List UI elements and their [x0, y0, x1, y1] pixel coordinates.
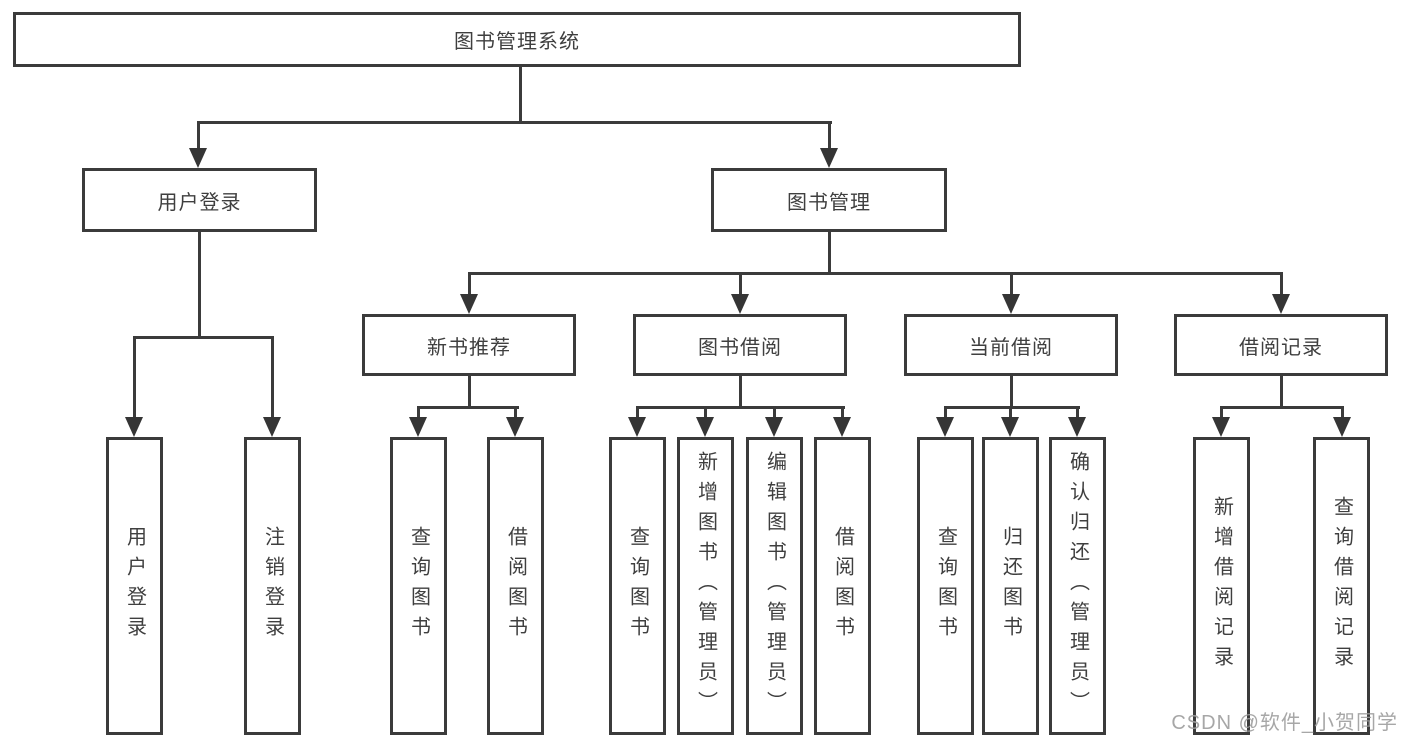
connector-line [841, 406, 844, 418]
connector-line [1009, 406, 1012, 418]
connector-line [271, 336, 274, 418]
leaf-confirm-return-admin: 确认归还（管理员） [1049, 437, 1106, 735]
connector-line [739, 272, 742, 295]
leaf-label: 确认归还（管理员） [1066, 451, 1089, 721]
connector-line [773, 406, 776, 418]
connector-line [1220, 406, 1223, 418]
leaf-label: 归还图书 [999, 526, 1022, 646]
arrow-down-icon [731, 294, 749, 314]
leaf-label: 新增图书（管理员） [694, 451, 717, 721]
leaf-query-books-current: 查询图书 [917, 437, 974, 735]
leaf-user-login: 用户登录 [106, 437, 163, 735]
connector-line [704, 406, 707, 418]
node-label: 用户登录 [157, 191, 242, 214]
arrow-down-icon [1002, 294, 1020, 314]
leaf-label: 新增借阅记录 [1210, 496, 1233, 676]
connector-line [417, 406, 519, 409]
arrow-down-icon [125, 417, 143, 437]
node-user-login: 用户登录 [82, 168, 317, 232]
connector-line [636, 406, 845, 409]
connector-line [1280, 272, 1283, 295]
leaf-label: 借阅图书 [831, 526, 854, 646]
connector-line [133, 336, 274, 339]
leaf-logout-login: 注销登录 [244, 437, 301, 735]
leaf-return-books: 归还图书 [982, 437, 1039, 735]
connector-line [197, 121, 200, 149]
leaf-label: 查询借阅记录 [1330, 496, 1353, 676]
connector-line [828, 232, 831, 272]
leaf-query-books-recommend: 查询图书 [390, 437, 447, 735]
arrow-down-icon [628, 417, 646, 437]
node-borrowing-records: 借阅记录 [1174, 314, 1388, 376]
leaf-label: 查询图书 [934, 526, 957, 646]
leaf-label: 用户登录 [123, 526, 146, 646]
connector-line [1010, 376, 1013, 406]
node-label: 当前借阅 [969, 336, 1053, 359]
leaf-query-books-borrowing: 查询图书 [609, 437, 666, 735]
arrow-down-icon [1272, 294, 1290, 314]
connector-line [1280, 376, 1283, 406]
connector-line [133, 336, 136, 418]
node-label: 新书推荐 [427, 336, 511, 359]
arrow-down-icon [765, 417, 783, 437]
connector-line [1010, 272, 1013, 295]
connector-line [1076, 406, 1079, 418]
arrow-down-icon [263, 417, 281, 437]
arrow-down-icon [1333, 417, 1351, 437]
arrow-down-icon [1212, 417, 1230, 437]
connector-line [944, 406, 947, 418]
leaf-query-borrow-record: 查询借阅记录 [1313, 437, 1370, 735]
connector-line [514, 406, 517, 418]
leaf-add-borrow-record: 新增借阅记录 [1193, 437, 1250, 735]
connector-line [468, 272, 471, 295]
arrow-down-icon [696, 417, 714, 437]
node-label: 图书借阅 [698, 336, 782, 359]
leaf-label: 编辑图书（管理员） [763, 451, 786, 721]
connector-line [417, 406, 420, 418]
arrow-down-icon [820, 148, 838, 168]
connector-line [828, 121, 831, 149]
arrow-down-icon [1001, 417, 1019, 437]
connector-line [636, 406, 639, 418]
node-label: 图书管理 [787, 191, 871, 214]
leaf-label: 查询图书 [407, 526, 430, 646]
leaf-borrow-books-recommend: 借阅图书 [487, 437, 544, 735]
arrow-down-icon [409, 417, 427, 437]
node-label: 借阅记录 [1239, 336, 1323, 359]
node-book-management: 图书管理 [711, 168, 947, 232]
connector-line [197, 121, 832, 124]
leaf-borrow-books-borrowing: 借阅图书 [814, 437, 871, 735]
connector-line [1220, 406, 1344, 409]
node-current-borrowing: 当前借阅 [904, 314, 1118, 376]
connector-line [198, 232, 201, 336]
leaf-add-book-admin: 新增图书（管理员） [677, 437, 734, 735]
connector-line [1341, 406, 1344, 418]
leaf-label: 查询图书 [626, 526, 649, 646]
connector-line [739, 376, 742, 406]
csdn-watermark: CSDN @软件_小贺同学 [1171, 712, 1398, 734]
arrow-down-icon [936, 417, 954, 437]
connector-line [468, 376, 471, 406]
node-new-book-recommendation: 新书推荐 [362, 314, 576, 376]
arrow-down-icon [460, 294, 478, 314]
leaf-label: 注销登录 [261, 526, 284, 646]
node-library-management-system: 图书管理系统 [13, 12, 1021, 67]
node-book-borrowing: 图书借阅 [633, 314, 847, 376]
connector-line [519, 67, 522, 121]
connector-line [944, 406, 1080, 409]
leaf-edit-book-admin: 编辑图书（管理员） [746, 437, 803, 735]
connector-line [468, 272, 1283, 275]
node-label: 图书管理系统 [454, 31, 580, 53]
arrow-down-icon [833, 417, 851, 437]
leaf-label: 借阅图书 [504, 526, 527, 646]
arrow-down-icon [189, 148, 207, 168]
arrow-down-icon [1068, 417, 1086, 437]
arrow-down-icon [506, 417, 524, 437]
